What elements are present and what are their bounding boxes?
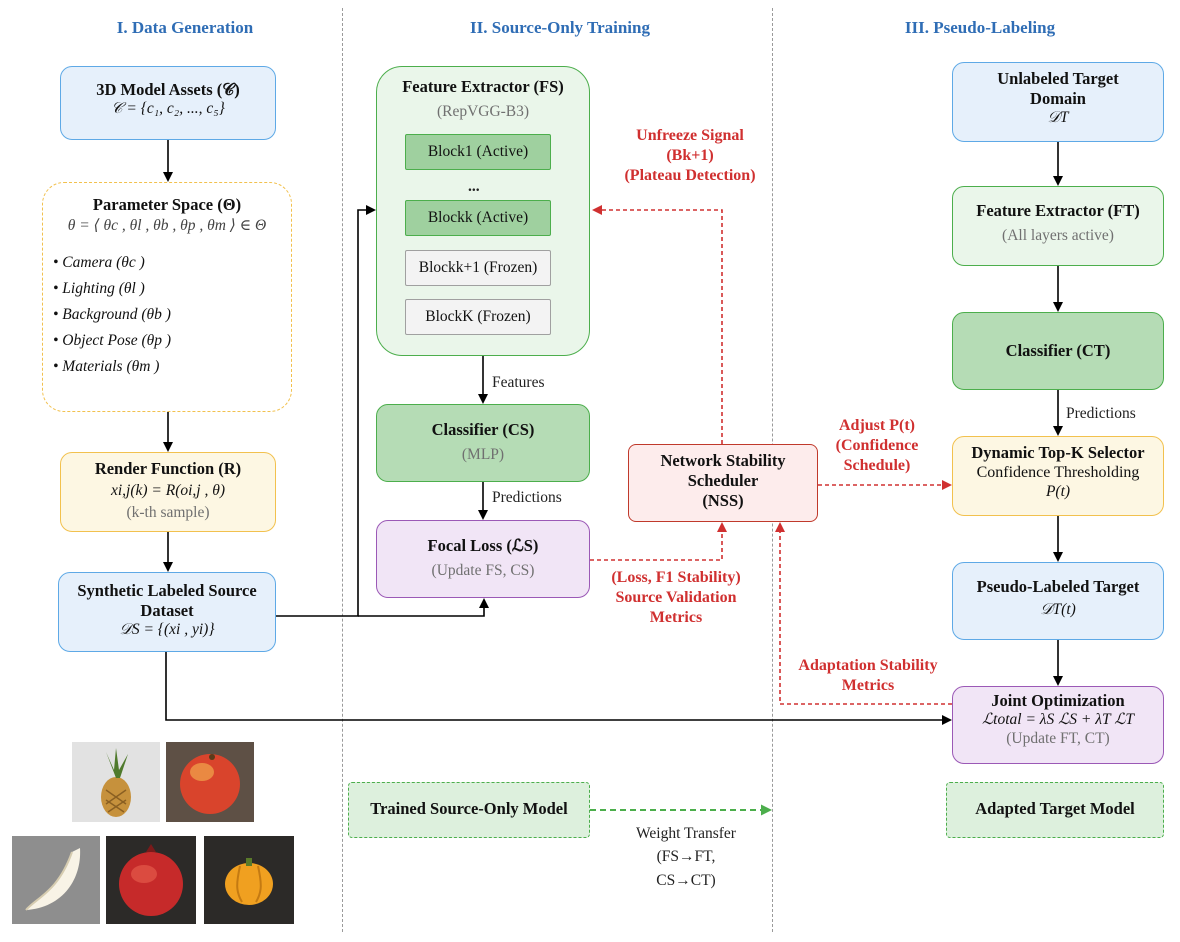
pseudo-labeled-target-box: Pseudo-Labeled Target 𝒟T(t) [952, 562, 1164, 640]
arrow-dataset-to-fe [276, 205, 376, 617]
adapt-line-1: Adaptation Stability [798, 657, 938, 674]
arrow-unfreeze-signal [592, 205, 723, 444]
block-K-frozen: BlockK (Frozen) [405, 299, 551, 335]
weight-transfer-line-2: (FS→FT, [656, 848, 716, 866]
parameter-space-box: Parameter Space (Θ) θ = ⟨ θc , θl , θb ,… [42, 182, 292, 412]
weight-transfer-line-3: CS→CT) [656, 871, 716, 889]
model-assets-formula: 𝒞 = {c₁, c₂, ..., c₅} [111, 100, 225, 118]
adapted-target-model-label: Adapted Target Model [975, 799, 1135, 818]
loss-stab-line-2: Source Validation [615, 589, 737, 606]
weight-transfer-label: Weight Transfer (FS→FT, CS→CT) [606, 822, 766, 892]
adjust-confidence-label: Adjust P(t) (Confidence Schedule) [822, 416, 932, 476]
weight-transfer-line-1: Weight Transfer [636, 825, 736, 842]
classifier-target-title: Classifier (CT) [1005, 341, 1111, 360]
adaptation-stability-label: Adaptation Stability Metrics [780, 656, 956, 696]
section-title-pseudo-labeling: III. Pseudo-Labeling [904, 18, 1056, 37]
nss-title-3: (NSS) [702, 491, 744, 511]
unfreeze-line-1: Unfreeze Signal [636, 127, 744, 144]
loss-stab-line-1: (Loss, F1 Stability) [611, 569, 741, 586]
source-dataset-title-1: Synthetic Labeled Source [77, 581, 257, 600]
arrow-dataset-to-joint [165, 652, 952, 725]
predictions-source-label: Predictions [492, 489, 562, 506]
top-k-threshold: P(t) [1045, 482, 1071, 500]
classifier-target-box: Classifier (CT) [952, 312, 1164, 390]
unlabeled-target-line-1: Unlabeled Target [997, 69, 1119, 88]
pomegranate-render [106, 836, 196, 924]
joint-optimization-title: Joint Optimization [991, 691, 1125, 710]
feature-extractor-source-title: Feature Extractor (FS) [402, 77, 564, 96]
adjust-line-2: (Confidence [835, 437, 919, 454]
param-lighting: • Lighting (θl ) [53, 279, 145, 297]
param-materials: • Materials (θm ) [53, 357, 160, 375]
parameter-space-formula: θ = ⟨ θc , θl , θb , θp , θm ⟩ ∈ Θ [67, 217, 267, 235]
block-k-active: Blockk (Active) [405, 200, 551, 236]
focal-loss-sub: (Update FS, CS) [431, 562, 535, 580]
parameter-space-title: Parameter Space (Θ) [92, 195, 242, 214]
predictions-target-label: Predictions [1066, 405, 1136, 422]
feature-extractor-target-sub: (All layers active) [1002, 227, 1114, 245]
joint-optimization-box: Joint Optimization ℒtotal = λS ℒS + λT ℒ… [952, 686, 1164, 764]
features-label: Features [492, 374, 545, 391]
render-function-title: Render Function (R) [94, 459, 242, 478]
block-1-active: Block1 (Active) [405, 134, 551, 170]
loss-stab-line-3: Metrics [649, 609, 703, 626]
parameter-list: • Camera (θc ) • Lighting (θl ) • Backgr… [53, 254, 291, 377]
trained-source-model-label: Trained Source-Only Model [370, 799, 568, 818]
source-dataset-formula: 𝒟S = {(xi , yi)} [119, 621, 215, 639]
param-object-pose: • Object Pose (θp ) [53, 331, 172, 349]
classifier-source-title: Classifier (CS) [431, 420, 535, 439]
render-function-box: Render Function (R) xi,j(k) = R(oi,j , θ… [60, 452, 276, 532]
model-assets-title: 3D Model Assets (𝒞) [96, 80, 240, 99]
classifier-source-sub: (MLP) [461, 446, 505, 464]
nss-title-1: Network Stability [660, 451, 786, 470]
unlabeled-target-formula: 𝒟T [1047, 109, 1069, 127]
banana-render [12, 836, 100, 924]
source-dataset-box: Synthetic Labeled Source Dataset 𝒟S = {(… [58, 572, 276, 652]
arrow-loss-to-nss [590, 522, 727, 561]
unfreeze-line-3: (Plateau Detection) [624, 167, 756, 184]
top-k-selector-box: Dynamic Top-K Selector Confidence Thresh… [952, 436, 1164, 516]
unlabeled-target-box: Unlabeled Target Domain 𝒟T [952, 62, 1164, 142]
pumpkin-render [204, 836, 294, 924]
adjust-line-3: Schedule) [843, 457, 911, 474]
adapted-target-model-box: Adapted Target Model [946, 782, 1164, 838]
unfreeze-line-2: (Bk+1) [666, 147, 714, 164]
feature-extractor-target-title: Feature Extractor (FT) [976, 201, 1140, 220]
trained-source-model-box: Trained Source-Only Model [348, 782, 590, 838]
source-validation-metrics-label: (Loss, F1 Stability) Source Validation M… [586, 568, 766, 628]
nss-box: Network Stability Scheduler (NSS) [628, 444, 818, 522]
apple-render [166, 742, 254, 822]
adapt-line-2: Metrics [841, 677, 895, 694]
section-title-data-generation: I. Data Generation [116, 18, 254, 37]
source-dataset-title-2: Dataset [140, 601, 194, 621]
classifier-source-box: Classifier (CS) (MLP) [376, 404, 590, 482]
unfreeze-signal-label: Unfreeze Signal (Bk+1) (Plateau Detectio… [600, 126, 780, 186]
top-k-line-2: Confidence Thresholding [976, 464, 1140, 482]
top-k-title: Dynamic Top-K Selector [971, 443, 1145, 462]
arrow-dataset-to-loss [358, 598, 489, 617]
render-function-note: (k-th sample) [126, 504, 210, 522]
block-k-plus-1-frozen: Blockk+1 (Frozen) [405, 250, 551, 286]
focal-loss-title: Focal Loss (ℒS) [427, 536, 539, 555]
pseudo-labeled-title: Pseudo-Labeled Target [976, 577, 1140, 596]
render-function-formula: xi,j(k) = R(oi,j , θ) [110, 482, 226, 500]
blocks-ellipsis: ... [468, 178, 480, 195]
feature-extractor-target-box: Feature Extractor (FT) (All layers activ… [952, 186, 1164, 266]
unlabeled-target-line-2: Domain [1030, 89, 1086, 109]
param-background: • Background (θb ) [53, 305, 171, 323]
divider-1 [342, 8, 343, 932]
focal-loss-box: Focal Loss (ℒS) (Update FS, CS) [376, 520, 590, 598]
pseudo-labeled-formula: 𝒟T(t) [1040, 601, 1076, 619]
joint-optimization-formula: ℒtotal = λS ℒS + λT ℒT [982, 711, 1134, 729]
param-camera: • Camera (θc ) [53, 254, 145, 272]
nss-title-2: Scheduler [687, 471, 759, 491]
arrow-joint-to-nss [775, 522, 952, 705]
joint-optimization-sub: (Update FT, CT) [1006, 730, 1110, 748]
section-title-source-only: II. Source-Only Training [470, 18, 650, 37]
adjust-line-1: Adjust P(t) [839, 417, 915, 434]
pineapple-render [72, 742, 160, 822]
model-assets-box: 3D Model Assets (𝒞) 𝒞 = {c₁, c₂, ..., c₅… [60, 66, 276, 140]
feature-extractor-source-sub: (RepVGG-B3) [436, 103, 530, 121]
